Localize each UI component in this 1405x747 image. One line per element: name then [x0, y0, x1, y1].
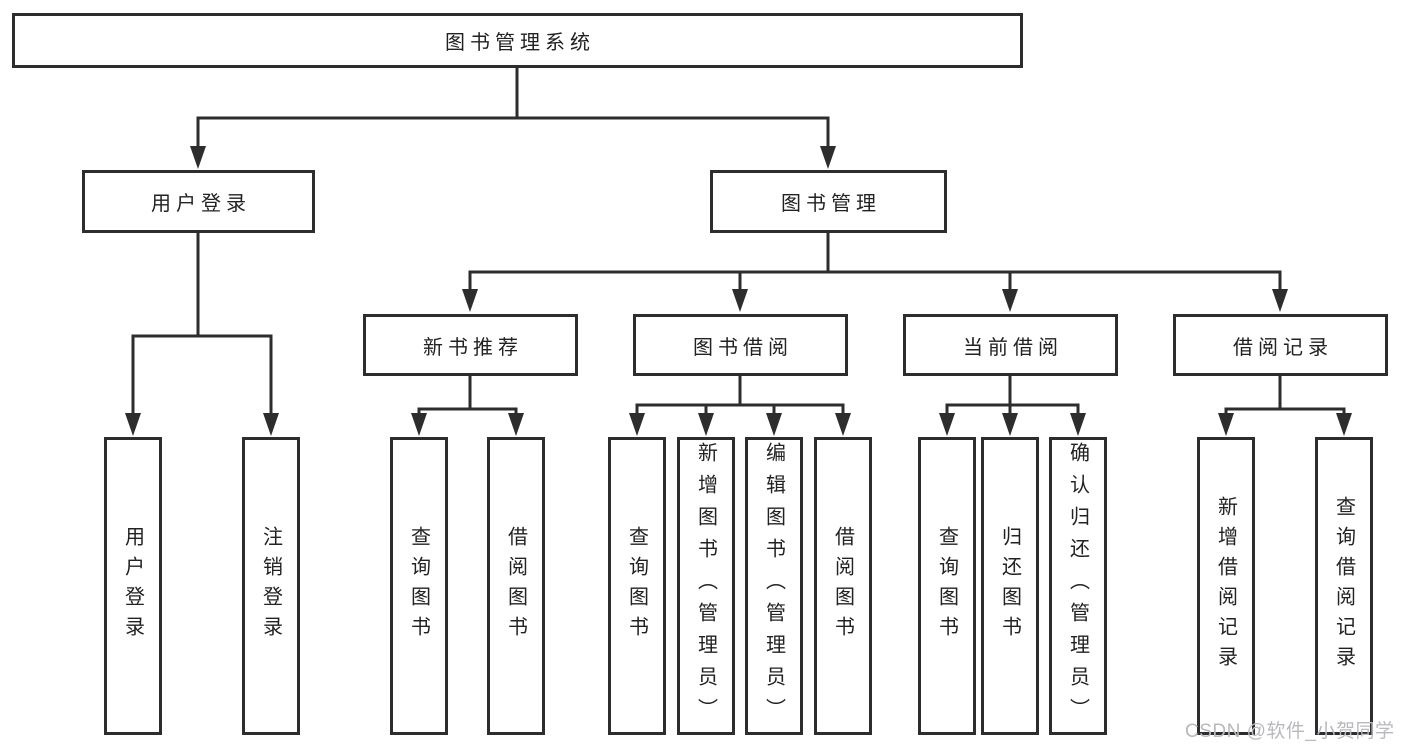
node-leaf-cb-return-book: 归还图书 — [981, 437, 1039, 735]
connector-line — [1010, 403, 1080, 414]
connector-line — [198, 334, 273, 414]
node-label: 借阅图书 — [504, 526, 527, 646]
node-label: 当前借阅 — [963, 336, 1063, 359]
node-leaf-cb-query-book: 查询图书 — [918, 437, 976, 735]
connector-line — [1280, 407, 1346, 414]
node-leaf-rec-query-book: 查询图书 — [390, 437, 448, 735]
node-borrow-records: 借阅记录 — [1173, 314, 1388, 376]
connector-user-login-group — [125, 233, 279, 436]
arrowhead-icon — [939, 413, 955, 436]
node-user-login: 用户登录 — [82, 170, 315, 233]
arrowhead-icon — [263, 413, 279, 436]
node-leaf-br-add-record: 新增借阅记录 — [1197, 437, 1255, 735]
node-leaf-br-query-record: 查询借阅记录 — [1315, 437, 1373, 735]
connector-book-borrow-group — [629, 375, 851, 436]
connector-line — [1224, 375, 1282, 414]
connector-borrow-records-group — [1218, 375, 1352, 436]
node-leaf-bb-query-book: 查询图书 — [608, 437, 666, 735]
connector-root-to-level2 — [190, 68, 836, 169]
node-label: 编辑图书（管理员） — [762, 442, 785, 730]
node-label: 图书管理 — [781, 193, 881, 215]
arrowhead-icon — [698, 413, 714, 436]
node-label: 确认归还（管理员） — [1066, 442, 1089, 730]
arrowhead-icon — [190, 146, 206, 169]
node-label: 新增借阅记录 — [1214, 496, 1237, 676]
node-label: 新书推荐 — [423, 336, 523, 359]
connector-line — [196, 68, 519, 148]
arrowhead-icon — [1336, 413, 1352, 436]
node-current-borrow: 当前借阅 — [903, 314, 1118, 376]
arrowhead-icon — [1070, 413, 1086, 436]
arrowhead-icon — [835, 413, 851, 436]
arrowhead-icon — [1272, 289, 1288, 312]
connector-line — [131, 233, 200, 414]
node-label: 用户登录 — [121, 526, 144, 646]
node-book-mgmt: 图书管理 — [710, 170, 947, 233]
connector-line — [740, 403, 845, 414]
node-label: 查询借阅记录 — [1332, 496, 1355, 676]
connector-line — [470, 407, 518, 414]
arrowhead-icon — [732, 289, 748, 312]
connector-line — [945, 375, 1012, 414]
arrowhead-icon — [1002, 289, 1018, 312]
connector-new-book-rec-group — [411, 375, 524, 436]
arrowhead-icon — [1002, 413, 1018, 436]
arrowhead-icon — [462, 289, 478, 312]
arrowhead-icon — [820, 146, 836, 169]
arrowhead-icon — [508, 413, 524, 436]
node-label: 图书借阅 — [693, 336, 793, 359]
node-leaf-rec-borrow-book: 借阅图书 — [487, 437, 545, 735]
arrowhead-icon — [629, 413, 645, 436]
connector-book-mgmt-group — [462, 233, 1288, 312]
connector-line — [468, 233, 830, 290]
connector-line — [417, 375, 472, 414]
node-book-borrow: 图书借阅 — [633, 314, 848, 376]
node-label: 用户登录 — [151, 193, 251, 215]
connector-current-borrow-group — [939, 375, 1086, 436]
arrowhead-icon — [1218, 413, 1234, 436]
node-label: 查询图书 — [935, 526, 958, 646]
node-root-system: 图书管理系统 — [12, 13, 1023, 68]
node-label: 新增图书（管理员） — [694, 442, 717, 730]
node-label: 图书管理系统 — [445, 32, 595, 54]
connector-line — [635, 375, 742, 414]
arrowhead-icon — [125, 413, 141, 436]
node-leaf-logout: 注销登录 — [242, 437, 300, 735]
arrowhead-icon — [766, 413, 782, 436]
node-leaf-user-login: 用户登录 — [104, 437, 162, 735]
node-label: 归还图书 — [998, 526, 1021, 646]
node-label: 借阅图书 — [831, 526, 854, 646]
node-label: 查询图书 — [625, 526, 648, 646]
node-leaf-bb-edit-book-admin: 编辑图书（管理员） — [745, 437, 803, 735]
arrowhead-icon — [411, 413, 427, 436]
connector-line — [517, 116, 830, 148]
node-leaf-bb-borrow-book: 借阅图书 — [814, 437, 872, 735]
node-leaf-bb-add-book-admin: 新增图书（管理员） — [677, 437, 735, 735]
node-label: 借阅记录 — [1233, 336, 1333, 359]
node-label: 注销登录 — [259, 526, 282, 646]
node-new-book-rec: 新书推荐 — [363, 314, 578, 376]
watermark: CSDN @软件_小贺同学 — [1185, 721, 1395, 742]
node-label: 查询图书 — [407, 526, 430, 646]
node-leaf-cb-confirm-return-admin: 确认归还（管理员） — [1049, 437, 1107, 735]
connector-line — [828, 270, 1282, 290]
